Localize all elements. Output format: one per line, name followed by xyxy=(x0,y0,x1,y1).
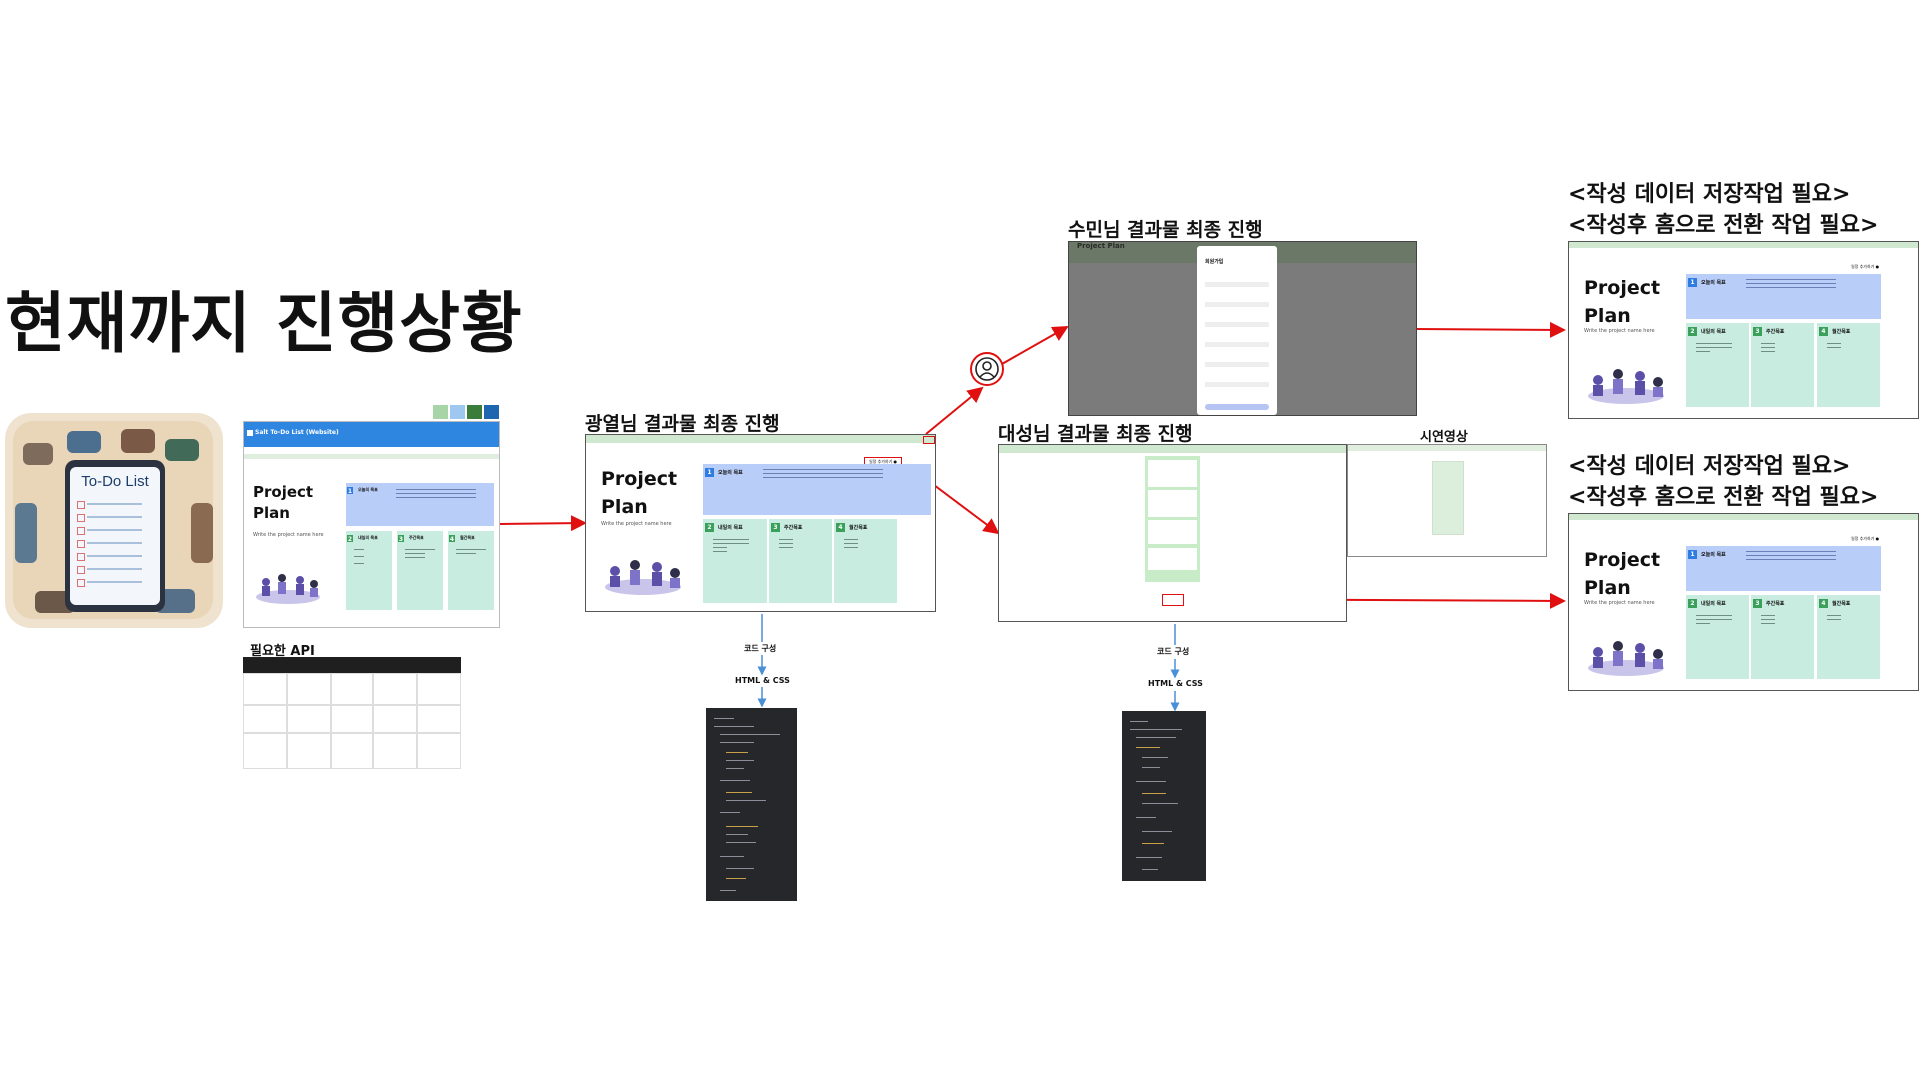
today-goal-card: 1 오늘의 목표 xyxy=(346,483,494,526)
demo-video-frame[interactable] xyxy=(1347,444,1547,557)
month-goal-card: 4 월간목표 xyxy=(1817,595,1880,679)
todo-icon-text: To-Do List xyxy=(81,473,149,490)
today-goal-card: 1 오늘의 목표 xyxy=(1686,274,1881,319)
html-css-label-2: HTML & CSS xyxy=(1148,679,1203,688)
signup-submit-button[interactable] xyxy=(1205,404,1269,410)
arrow-sumin-to-result xyxy=(1415,321,1566,338)
week-goal-card: 3 주간목표 xyxy=(1751,323,1814,407)
month-goal-card: 4 월간목표 xyxy=(1817,323,1880,407)
palette-swatch-2 xyxy=(450,405,465,419)
kwangyeol-mock: 일정 추가하기 ● Project Plan Write the project… xyxy=(585,434,936,612)
plan-title-line1: Project xyxy=(1584,549,1661,571)
week-goal-card: 3 주간목표 xyxy=(1751,595,1814,679)
month-goal-card: 4 월간목표 xyxy=(834,519,897,603)
team-illustration xyxy=(605,560,681,595)
signup-form: 회원가입 xyxy=(1197,246,1277,415)
sumin-header: Project Plan xyxy=(1077,242,1125,250)
result-note-1-line2: <작성후 홈으로 전환 작업 필요> xyxy=(1568,213,1879,238)
stage-sumin-label: 수민님 결과물 최종 진행 xyxy=(1068,219,1263,241)
sumin-mock: Project Plan 회원가입 xyxy=(1068,241,1417,416)
plan-title-line1: Project xyxy=(1584,277,1661,299)
tomorrow-goal-card: 2 내일의 목표 xyxy=(703,519,767,603)
plan-title-line2: Plan xyxy=(253,504,290,522)
daeseong-action-button[interactable] xyxy=(1162,594,1184,606)
form-field-2[interactable] xyxy=(1205,302,1269,307)
plan-subtitle: Write the project name here xyxy=(1584,328,1655,334)
result-note-2-line2: <작성후 홈으로 전환 작업 필요> xyxy=(1568,485,1879,510)
api-table xyxy=(243,657,461,769)
today-goal-card: 1 오늘의 목표 xyxy=(1686,546,1881,591)
user-avatar-icon xyxy=(970,352,1004,386)
tomorrow-goal-card: 2 내일의 목표 xyxy=(1686,323,1749,407)
plan-title-line1: Project xyxy=(253,483,314,501)
code-screenshot-1 xyxy=(706,708,797,901)
form-field-3[interactable] xyxy=(1205,322,1269,327)
result-note-1: <작성 데이터 저장작업 필요> <작성후 홈으로 전환 작업 필요> xyxy=(1568,179,1878,241)
add-schedule-button[interactable]: 일정 추가하기 ● xyxy=(1851,536,1880,541)
plan-title-line2: Plan xyxy=(1584,577,1631,599)
page-title: 현재까지 진행상황 xyxy=(5,285,523,362)
palette-swatch-4 xyxy=(484,405,499,419)
code-structure-label-2: 코드 구성 xyxy=(1157,647,1190,656)
website-header: Salt To-Do List (Website) xyxy=(244,422,499,447)
result-mock-1: 일정 추가하기 ● Project Plan Write the project… xyxy=(1568,241,1919,419)
week-goal-card: 3 주간목표 xyxy=(769,519,832,603)
stage-kwangyeol-label: 광열님 결과물 최종 진행 xyxy=(585,413,780,435)
team-illustration xyxy=(256,574,320,604)
plan-subtitle: Write the project name here xyxy=(1584,600,1655,606)
plan-title-line1: Project xyxy=(601,468,678,490)
form-field-5[interactable] xyxy=(1205,362,1269,367)
arrow-app-to-kwangyeol xyxy=(499,515,587,532)
today-goal-card: 1 오늘의 목표 xyxy=(703,464,931,515)
result-note-2-line1: <작성 데이터 저장작업 필요> xyxy=(1568,454,1851,479)
form-field-6[interactable] xyxy=(1205,382,1269,387)
arrow-to-avatar xyxy=(925,386,984,435)
stage-daeseong-label: 대성님 결과물 최종 진행 xyxy=(998,423,1193,445)
plan-subtitle: Write the project name here xyxy=(601,521,672,527)
daeseong-form-panel xyxy=(1145,456,1200,582)
week-goal-card: 3 주간목표 xyxy=(397,531,443,610)
code-screenshot-2 xyxy=(1122,711,1206,881)
plan-title-line2: Plan xyxy=(1584,305,1631,327)
tomorrow-goal-card: 2 내일의 목표 xyxy=(346,531,392,610)
result-note-2: <작성 데이터 저장작업 필요> <작성후 홈으로 전환 작업 필요> xyxy=(1568,451,1878,513)
form-field-4[interactable] xyxy=(1205,342,1269,347)
website-header-text: Salt To-Do List (Website) xyxy=(255,429,339,436)
todo-app-illustration: To-Do List xyxy=(5,413,223,628)
html-css-label-1: HTML & CSS xyxy=(735,676,790,685)
signup-form-title: 회원가입 xyxy=(1205,259,1224,265)
daeseong-mock xyxy=(998,444,1347,622)
plan-title-line2: Plan xyxy=(601,496,648,518)
website-mock-initial: Salt To-Do List (Website) Project Plan W… xyxy=(243,421,500,628)
plan-subtitle: Write the project name here xyxy=(253,532,324,538)
demo-video-label: 시연영상 xyxy=(1420,430,1468,445)
arrow-to-sumin xyxy=(1001,326,1069,365)
form-field-1[interactable] xyxy=(1205,282,1269,287)
api-label: 필요한 API xyxy=(250,644,315,659)
team-illustration xyxy=(1588,369,1664,404)
palette-swatch-1 xyxy=(433,405,448,419)
tomorrow-goal-card: 2 내일의 목표 xyxy=(1686,595,1749,679)
month-goal-card: 4 월간목표 xyxy=(448,531,494,610)
result-mock-2: 일정 추가하기 ● Project Plan Write the project… xyxy=(1568,513,1919,691)
team-illustration xyxy=(1588,641,1664,676)
code-structure-label-1: 코드 구성 xyxy=(744,644,777,653)
add-schedule-button[interactable]: 일정 추가하기 ● xyxy=(1851,264,1880,269)
palette-swatch-3 xyxy=(467,405,482,419)
result-note-1-line1: <작성 데이터 저장작업 필요> xyxy=(1568,182,1851,207)
